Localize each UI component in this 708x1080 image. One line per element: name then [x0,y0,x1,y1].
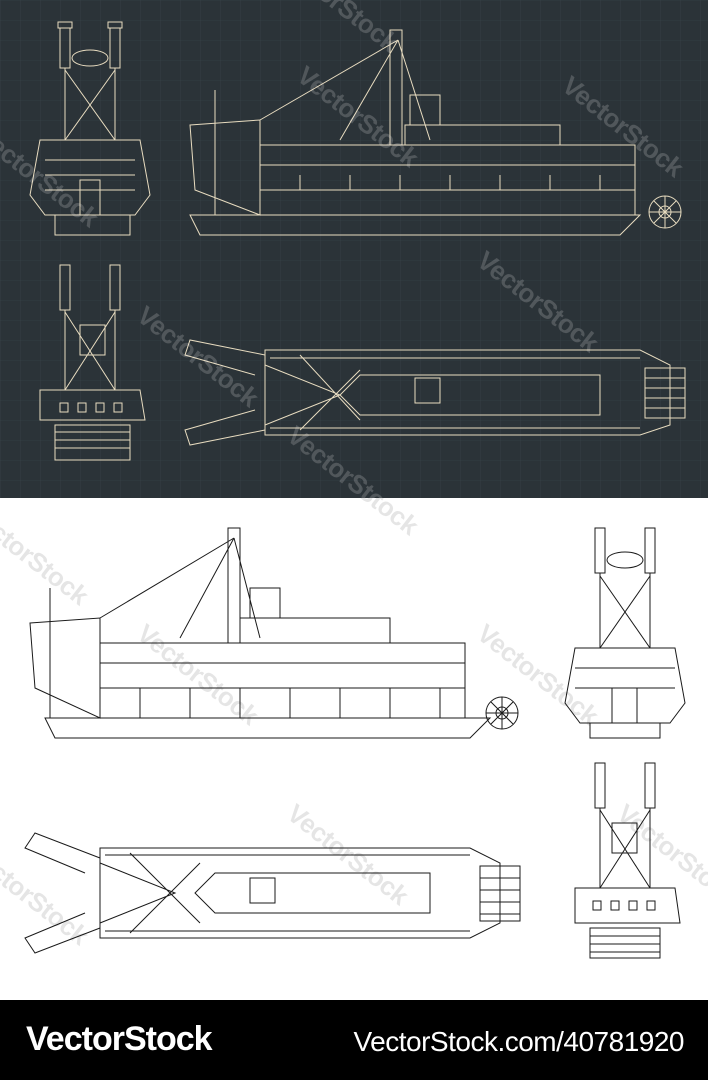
top-view-dark [184,339,686,446]
side-view-light [29,527,519,739]
image-id-text: VectorStock.com/40781920 [353,1026,685,1057]
footer-bar: VectorStock VectorStock.com/40781920 [0,1000,708,1080]
light-blueprint-drawing [24,527,686,959]
side-view-dark [189,29,682,236]
dark-blueprint-drawing [0,0,708,498]
rear-view-dark [39,264,146,461]
dark-blueprint-panel: VectorStock VectorStock VectorStock Vect… [0,0,708,498]
front-view-dark [29,21,151,236]
top-view-light [24,832,521,954]
vectorstock-logo[interactable]: VectorStock [26,1020,213,1058]
rear-view-light [574,762,681,959]
light-blueprint-panel: VectorStock VectorStock VectorStock Vect… [0,498,708,1000]
front-view-light [564,527,686,739]
